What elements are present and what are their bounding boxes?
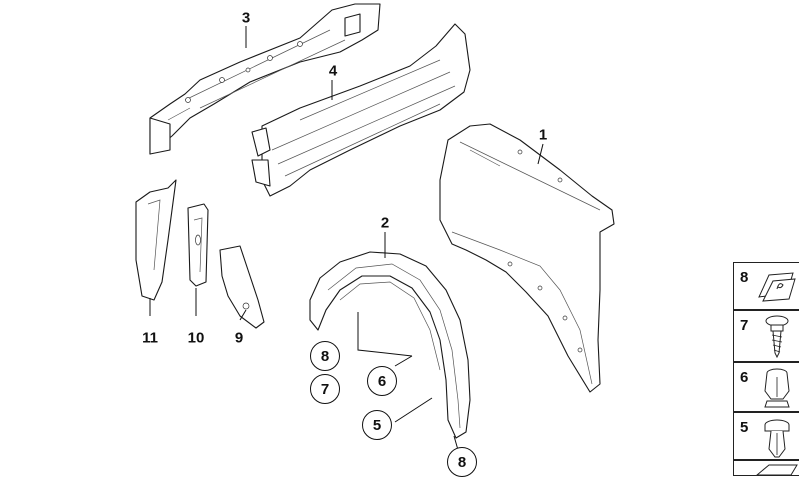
hardware-legend: 8 7 6 5 [733,262,799,476]
expanding-rivet-icon [764,419,790,458]
circled-callout-8-lower: 8 [447,447,477,477]
legend-label: 8 [740,269,749,286]
callout-3: 3 [241,9,251,27]
circled-callout-6: 6 [367,366,397,396]
circled-callout-5: 5 [362,410,392,440]
callout-9: 9 [234,329,244,347]
legend-item-sheet-metal-nut [733,460,799,476]
screw-icon [765,315,789,359]
legend-item-clip-nut: 8 [733,262,799,310]
leader-lines [149,26,544,451]
part-3-cross-member [149,3,381,155]
callout-10: 10 [187,329,205,347]
legend-label: 5 [740,419,749,436]
legend-item-screw: 7 [733,310,799,362]
legend-item-expanding-rivet: 5 [733,412,799,460]
clip-nut-icon [758,272,796,302]
part-2-wheel-arch-liner [309,251,471,439]
part-11-pillar-trim [135,179,177,301]
circled-callout-7: 7 [310,374,340,404]
part-10-reinforcement [187,203,209,287]
circled-callout-8-upper: 8 [310,341,340,371]
callout-11: 11 [142,329,158,347]
callout-1: 1 [538,126,548,144]
callout-2: 2 [380,214,390,232]
part-1-fender [439,123,615,393]
expanding-nut-icon [764,368,790,408]
part-9-bracket [219,245,265,329]
legend-label: 6 [740,369,749,386]
legend-label: 7 [740,317,749,334]
part-4-cowl-panel [251,23,471,197]
callout-4: 4 [328,62,338,80]
legend-item-expanding-nut: 6 [733,362,799,412]
